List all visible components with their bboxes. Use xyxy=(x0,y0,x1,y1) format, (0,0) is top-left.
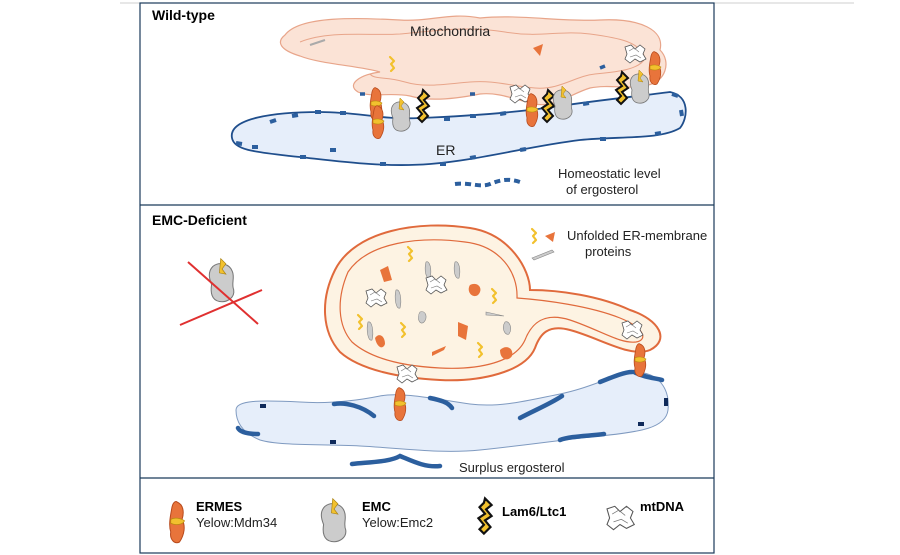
red-cross-line-1 xyxy=(179,289,263,326)
er-label: ER xyxy=(436,142,455,158)
legend-ermes-icon xyxy=(169,501,185,544)
emc-absent-icon xyxy=(208,258,235,303)
wt-mito-cristae xyxy=(299,28,646,89)
wt-ermes-icon-2 xyxy=(371,105,385,139)
legend-emc-title: EMC xyxy=(362,499,392,514)
surplus-ergosterol-sample xyxy=(349,453,443,469)
legend-panel: ERMES Yelow:Mdm34 EMC Yelow:Emc2 Lam6/Lt… xyxy=(169,497,685,544)
legend-emc-icon xyxy=(320,498,347,543)
emc-ermes-icon-2 xyxy=(633,343,647,377)
emc-mito-inclusions xyxy=(366,261,513,360)
legend-lam-title: Lam6/Ltc1 xyxy=(502,504,566,519)
unfolded-legend-squiggle xyxy=(530,227,538,245)
surplus-ergosterol-marks xyxy=(235,369,665,443)
emc-deficient-panel: EMC-Deficient xyxy=(152,212,707,475)
legend-lam6-icon xyxy=(477,497,493,535)
emc-er-dark-marks xyxy=(260,398,668,444)
unfolded-legend-orange xyxy=(545,232,555,242)
wt-ermes-icon-4 xyxy=(648,51,662,85)
legend-ermes-sub: Yelow:Mdm34 xyxy=(196,515,277,530)
homeostatic-label-line2: of ergosterol xyxy=(566,182,638,197)
wt-mito-protein-icon xyxy=(533,44,543,56)
homeostatic-label-line1: Homeostatic level xyxy=(558,166,661,181)
figure-frame xyxy=(139,2,715,554)
mitochondria-label: Mitochondria xyxy=(410,23,490,39)
wt-ermes-icon-3 xyxy=(525,93,539,127)
emc-mito-cristae xyxy=(339,239,644,369)
surplus-label: Surplus ergosterol xyxy=(459,460,565,475)
emc-ermes-icon-1 xyxy=(393,387,407,421)
wt-mito-fragment xyxy=(309,39,326,46)
unfolded-legend-gray xyxy=(531,249,555,261)
red-cross-line-2 xyxy=(187,261,259,325)
legend-emc-sub: Yelow:Emc2 xyxy=(362,515,433,530)
wt-mitochondria xyxy=(279,15,667,106)
legend-mtdna-title: mtDNA xyxy=(640,499,685,514)
legend-ermes-title: ERMES xyxy=(196,499,243,514)
unfolded-label-line2: proteins xyxy=(585,244,632,259)
wt-emc-icon-1 xyxy=(390,97,411,132)
unfolded-label-line1: Unfolded ER-membrane xyxy=(567,228,707,243)
wild-type-title: Wild-type xyxy=(152,7,215,23)
legend-mtdna-icon xyxy=(606,505,635,531)
emc-deficient-title: EMC-Deficient xyxy=(152,212,247,228)
emc-er-membrane xyxy=(235,371,669,452)
homeostatic-ergosterol-sample xyxy=(454,177,521,188)
wt-er-membrane xyxy=(231,91,687,166)
wild-type-panel: Wild-type Mitochondria ER xyxy=(152,7,687,197)
